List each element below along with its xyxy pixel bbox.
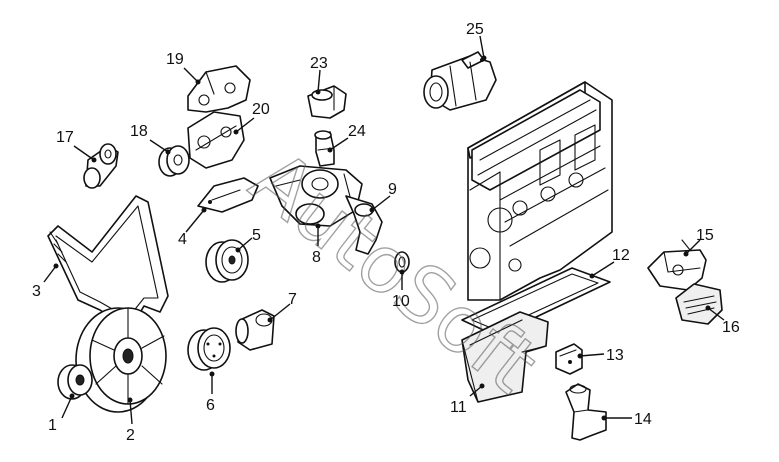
bracket-4 bbox=[197, 177, 259, 213]
callout-19: 19 bbox=[166, 51, 184, 68]
callout-14: 14 bbox=[634, 411, 652, 428]
callout-10: 10 bbox=[392, 293, 410, 310]
engine-block bbox=[467, 81, 613, 301]
callout-11: 11 bbox=[450, 399, 467, 416]
coolant-hose bbox=[314, 130, 335, 167]
leader-lines bbox=[43, 35, 725, 425]
engine-mount-bracket bbox=[555, 343, 583, 375]
idler-pulley-5 bbox=[205, 239, 249, 283]
callout-17: 17 bbox=[56, 129, 74, 146]
callout-8: 8 bbox=[312, 249, 321, 266]
callout-12: 12 bbox=[612, 247, 630, 264]
callout-13: 13 bbox=[606, 347, 624, 364]
drive-belt bbox=[47, 195, 169, 331]
small-pulley bbox=[57, 364, 93, 400]
callout-6: 6 bbox=[206, 397, 215, 414]
callout-23: 23 bbox=[310, 55, 328, 72]
water-pump bbox=[269, 165, 363, 227]
callout-3: 3 bbox=[32, 283, 41, 300]
idler-pulley-18 bbox=[158, 145, 190, 177]
oil-pan bbox=[461, 311, 549, 403]
callout-1: 1 bbox=[48, 417, 57, 434]
alternator-bracket-upper bbox=[187, 65, 251, 113]
callout-labels: 1 2 3 4 5 6 7 8 9 10 11 12 13 14 15 16 1… bbox=[32, 21, 740, 444]
starter-motor bbox=[423, 51, 497, 111]
callout-9: 9 bbox=[388, 181, 397, 198]
fan-pulley bbox=[75, 307, 167, 413]
rubber-mount-upper bbox=[647, 239, 707, 291]
callout-15: 15 bbox=[696, 227, 714, 244]
callout-24: 24 bbox=[348, 123, 366, 140]
callout-5: 5 bbox=[252, 227, 261, 244]
callout-7: 7 bbox=[288, 291, 297, 308]
callout-4: 4 bbox=[178, 231, 187, 248]
thermostat-housing bbox=[307, 85, 347, 119]
damper-pulley bbox=[187, 327, 231, 371]
callout-16: 16 bbox=[722, 319, 740, 336]
callout-20: 20 bbox=[252, 101, 270, 118]
crankshaft-hub bbox=[235, 309, 275, 351]
pipe-gasket bbox=[394, 251, 410, 273]
callout-25: 25 bbox=[466, 21, 484, 38]
callout-2: 2 bbox=[126, 427, 135, 444]
engine-support bbox=[565, 383, 607, 441]
alternator-bracket-lower bbox=[187, 111, 245, 169]
tensioner-pulley bbox=[83, 143, 119, 189]
callout-18: 18 bbox=[130, 123, 148, 140]
